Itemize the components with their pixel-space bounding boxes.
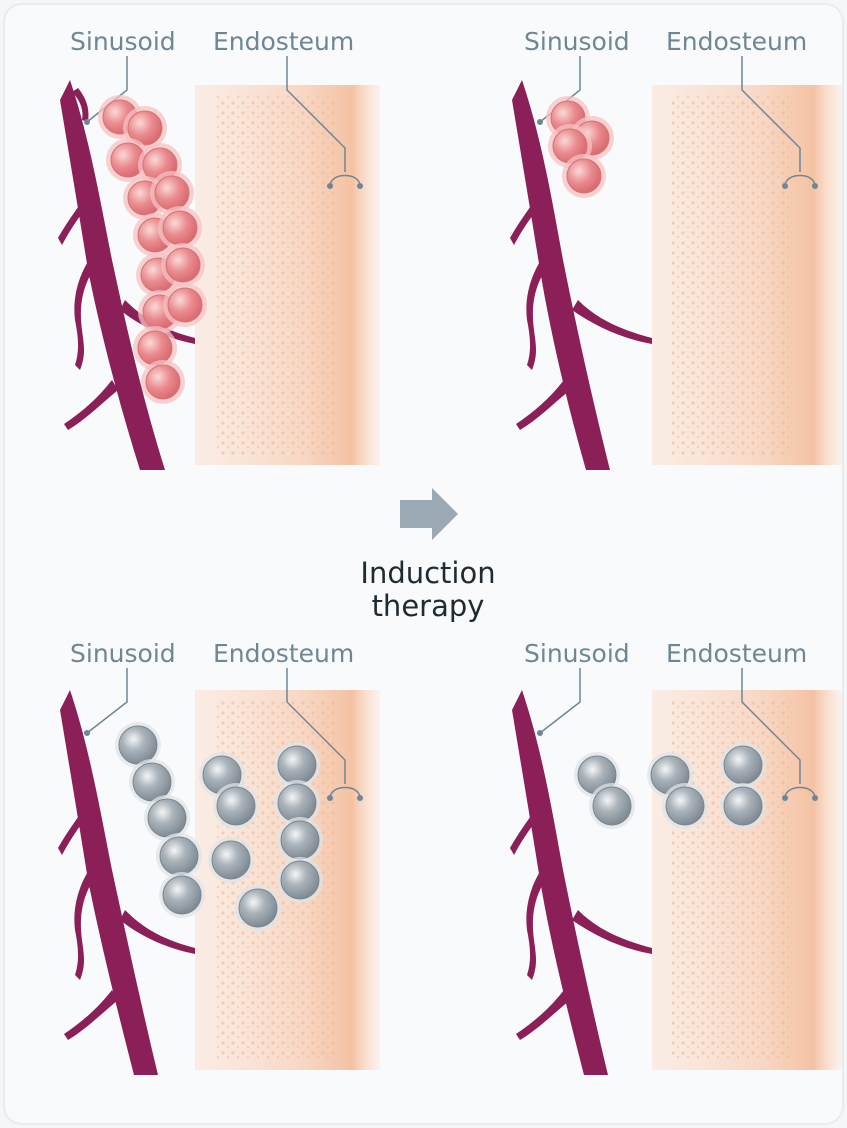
sinusoid-label: Sinusoid [70,639,176,668]
residual-cell [156,833,202,879]
malignant-cell [562,154,606,198]
induction-label-line1: Induction [360,556,495,590]
residual-cell [213,783,259,829]
induction-label-line2: therapy [372,589,485,623]
endosteum-region [652,85,842,465]
residual-cell [662,783,708,829]
residual-cell [159,872,205,918]
malignant-cell [161,243,205,287]
residual-cell [720,783,766,829]
residual-cell [589,783,635,829]
sinusoid-label: Sinusoid [524,639,630,668]
endosteum-label: Endosteum [213,27,354,56]
sinusoid-leader-dot [84,119,90,125]
residual-cell [235,885,281,931]
endosteum-label: Endosteum [213,639,354,668]
residual-cell [277,857,323,903]
endosteum-region [195,85,380,465]
endosteum-label: Endosteum [666,639,807,668]
endosteum-label: Endosteum [666,27,807,56]
residual-cell [208,837,254,883]
sinusoid-label: Sinusoid [524,27,630,56]
malignant-cell [141,360,185,404]
cell-cluster [574,742,766,829]
sinusoid-label: Sinusoid [70,27,176,56]
residual-cell [720,742,766,788]
malignant-cell [163,283,207,327]
residual-cell [277,817,323,863]
